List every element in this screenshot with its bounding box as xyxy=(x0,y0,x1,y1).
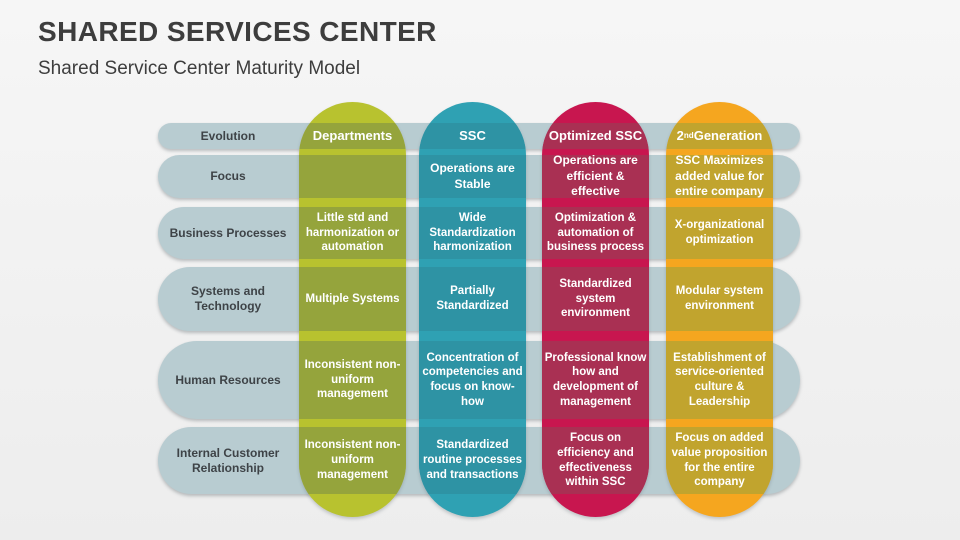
matrix-cell: Professional know how and development of… xyxy=(542,341,649,419)
matrix-cell: X-organizational optimization xyxy=(666,207,773,259)
matrix-cell: Operations are Stable xyxy=(419,155,526,198)
matrix-cell: Inconsistent non-uniform management xyxy=(299,427,406,494)
matrix-cell: Inconsistent non-uniform management xyxy=(299,341,406,419)
matrix-cell: Modular system environment xyxy=(666,267,773,331)
row-label: Evolution xyxy=(200,128,256,143)
column-optimized-ssc: Optimized SSC Operations are efficient &… xyxy=(542,102,649,517)
slide-title: SHARED SERVICES CENTER xyxy=(38,16,437,47)
slide-subtitle: Shared Service Center Maturity Model xyxy=(38,58,361,79)
column-ssc: SSC Operations are Stable Wide Standardi… xyxy=(419,102,526,517)
row-label: Systems and Technology xyxy=(190,284,266,313)
matrix-cell: Concentration of competencies and focus … xyxy=(419,341,526,419)
matrix-cell: Focus on added value proposition for the… xyxy=(666,427,773,494)
column-departments: Departments Little std and harmonization… xyxy=(299,102,406,517)
header-number: 2 xyxy=(676,127,684,143)
matrix-cell: Multiple Systems xyxy=(299,267,406,331)
matrix-cell: Operations are efficient & effective xyxy=(542,153,649,198)
matrix-cell: SSC Maximizes added value for entire com… xyxy=(666,153,773,198)
matrix-cell xyxy=(299,155,406,198)
column-header: SSC xyxy=(419,123,526,149)
matrix-cell: Standardized system environment xyxy=(542,267,649,331)
header-rest: Generation xyxy=(693,127,763,143)
row-label: Human Resources xyxy=(175,372,281,387)
matrix-cell: Establishment of service-oriented cultur… xyxy=(666,341,773,419)
matrix-cell: Little std and harmonization or automati… xyxy=(299,207,406,259)
column-header: Optimized SSC xyxy=(542,123,649,149)
row-label: Internal Customer Relationship xyxy=(176,445,280,475)
row-label: Focus xyxy=(210,169,246,183)
column-header: Departments xyxy=(299,123,406,149)
matrix-cell: Wide Standardization harmonization xyxy=(419,207,526,259)
matrix-cell: Focus on efficiency and effectiveness wi… xyxy=(542,427,649,494)
row-label: Business Processes xyxy=(169,225,287,240)
matrix-cell: Standardized routine processes and trans… xyxy=(419,427,526,494)
matrix-cell: Partially Standardized xyxy=(419,267,526,331)
matrix-cell: Optimization & automation of business pr… xyxy=(542,207,649,259)
